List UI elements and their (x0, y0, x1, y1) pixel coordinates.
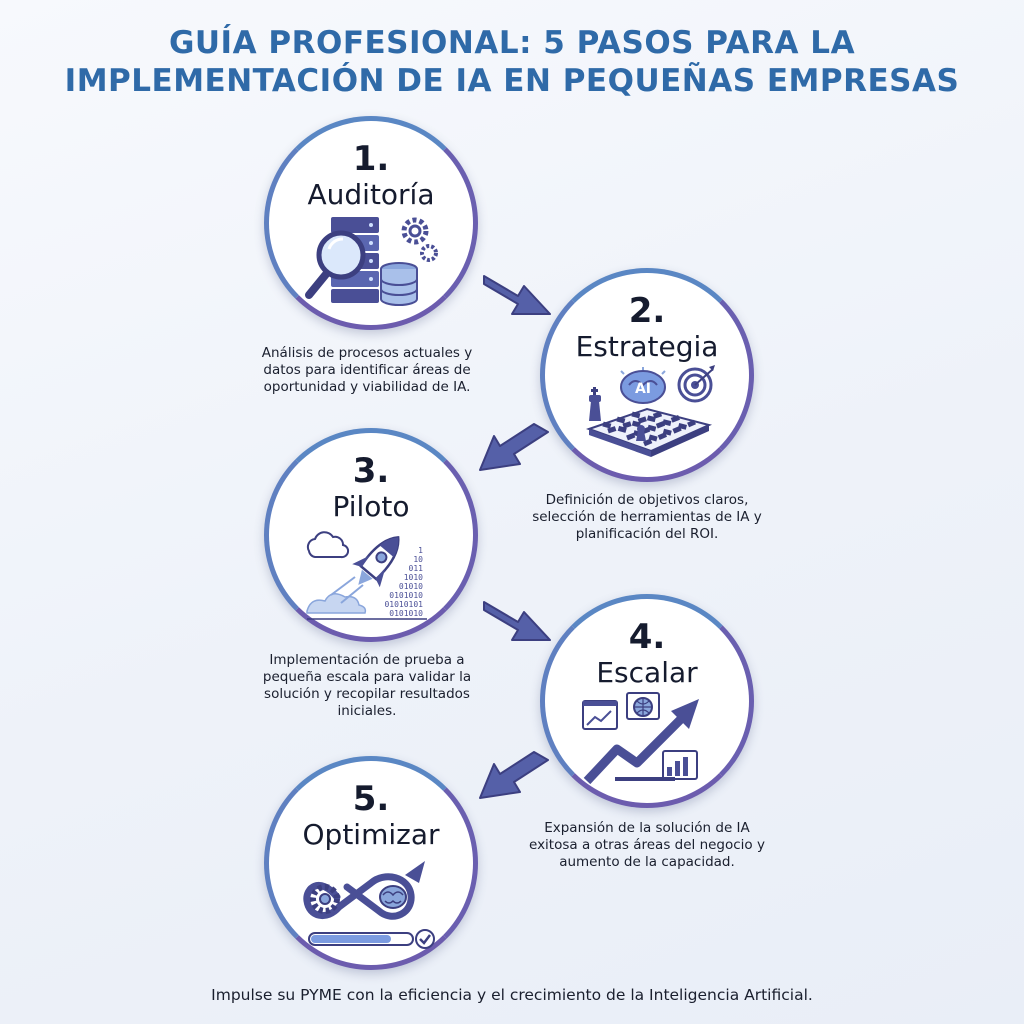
arrow-step1-to-step2 (483, 275, 551, 315)
strategy-chess-icon: AI (577, 365, 717, 461)
step-3-number: 3. (352, 451, 390, 491)
step-2-name: Estrategia (575, 330, 719, 363)
arrow-step4-to-step5 (479, 751, 549, 799)
step-3-description: Implementación de prueba a pequeña escal… (262, 652, 472, 719)
title-line-2: IMPLEMENTACIÓN DE IA EN PEQUEÑAS EMPRESA… (64, 63, 960, 99)
rocket-icon: 1 10 011 1010 01010 0101010 01010101 010… (301, 525, 441, 621)
step-2-number: 2. (628, 291, 666, 331)
title-line-1: GUÍA PROFESIONAL: 5 PASOS PARA LA (168, 25, 856, 61)
step-5-name: Optimizar (302, 818, 440, 851)
binary-line-3: 011 (409, 564, 424, 573)
arrow-step3-to-step4 (483, 601, 551, 641)
step-1-circle: 1. Auditoría (264, 116, 478, 330)
binary-line-5: 01010 (399, 582, 423, 591)
step-1-name: Auditoría (307, 178, 435, 211)
step-4-description: Expansión de la solución de IA exitosa a… (529, 820, 765, 870)
step-2-description: Definición de objetivos claros, selecció… (532, 492, 762, 542)
step-2-circle: 2. Estrategia AI (540, 268, 754, 482)
step-3-name: Piloto (332, 490, 410, 523)
step-1-number: 1. (352, 139, 390, 179)
step-1-description: Análisis de procesos actuales y datos pa… (261, 345, 473, 395)
arrow-step2-to-step3 (479, 423, 549, 471)
step-3-circle: 3. Piloto 1 10 011 1 (264, 428, 478, 642)
scale-growth-icon (577, 691, 717, 787)
step-5-circle: 5. Optimizar (264, 756, 478, 970)
step-4-circle: 4. Escalar (540, 594, 754, 808)
page-title: GUÍA PROFESIONAL: 5 PASOS PARA LA IMPLEM… (0, 24, 1024, 100)
footer-tagline: Impulse su PYME con la eficiencia y el c… (211, 986, 813, 1004)
binary-line-4: 1010 (404, 573, 423, 582)
binary-line-1: 1 (418, 546, 423, 555)
binary-line-8: 0101010 (389, 609, 423, 618)
audit-search-icon (301, 213, 441, 309)
binary-line-2: 10 (413, 555, 423, 564)
ai-label: AI (635, 381, 651, 397)
binary-line-6: 0101010 (389, 591, 423, 600)
step-4-number: 4. (628, 617, 666, 657)
binary-line-7: 01010101 (384, 600, 423, 609)
step-5-number: 5. (352, 779, 390, 819)
optimize-cycle-icon (301, 853, 441, 949)
step-4-name: Escalar (596, 656, 698, 689)
